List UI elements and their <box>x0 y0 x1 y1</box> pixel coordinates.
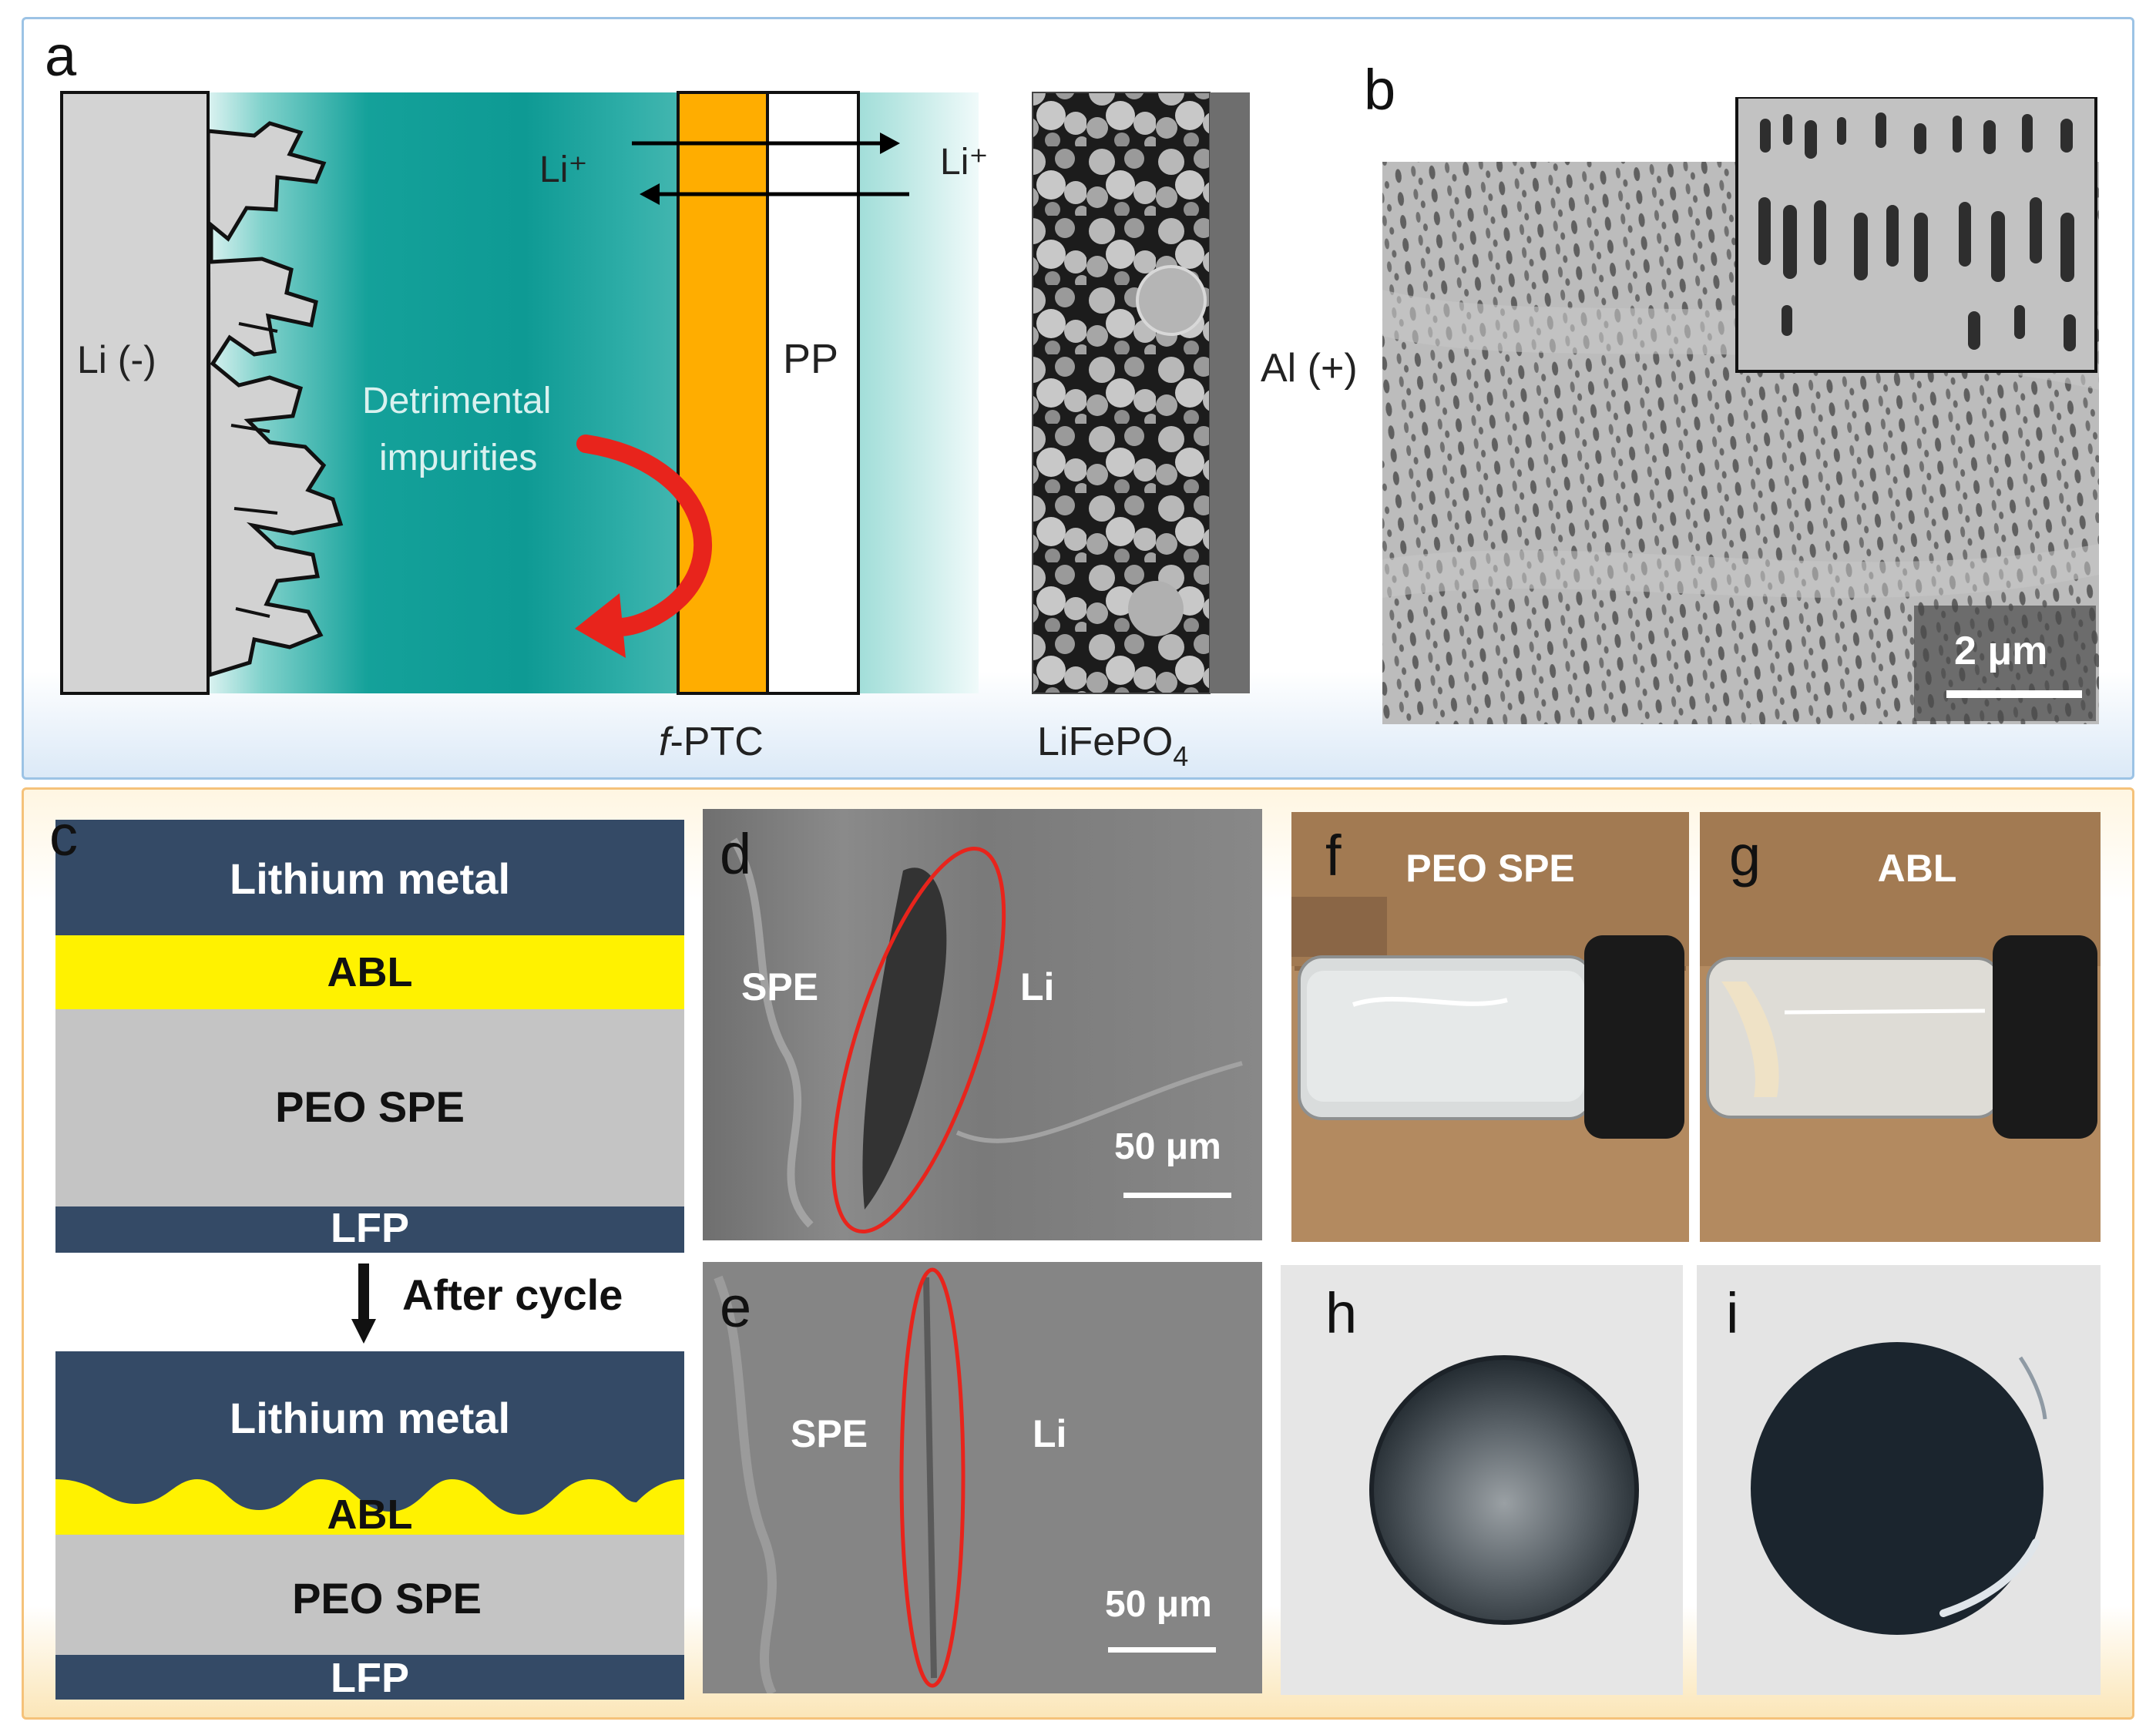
panel-letter-h: h <box>1325 1281 1358 1345</box>
electrolyte-disc-i <box>1751 1342 2043 1635</box>
abl-label-after: ABL <box>327 1492 413 1538</box>
impurities-label-line1: Detrimental <box>362 381 551 421</box>
pp-separator <box>766 91 860 695</box>
lifepo4-cathode <box>1032 92 1211 694</box>
panel-letter-d: d <box>720 822 752 886</box>
ptc-label: f-PTC <box>659 720 764 764</box>
impurities-label-line2: impurities <box>379 438 537 478</box>
electrolyte-disc-h <box>1369 1355 1639 1625</box>
abl-label-before: ABL <box>327 949 413 995</box>
panel-letter-g: g <box>1729 824 1761 888</box>
anode-label: Li (-) <box>77 338 156 381</box>
panel-letter-b: b <box>1364 58 1396 122</box>
vial-cap-f <box>1584 935 1684 1139</box>
vial-title-g: ABL <box>1878 847 1957 890</box>
vial-photo-f: PEO SPE <box>1291 812 1689 1242</box>
spe-label-d: SPE <box>741 965 818 1008</box>
panel-letter-a: a <box>45 24 77 88</box>
lithium-layer-before <box>55 820 684 935</box>
lfp-label-after: LFP <box>331 1655 409 1701</box>
scale-bar-e <box>1108 1647 1216 1653</box>
aluminum-collector <box>1210 92 1250 693</box>
li-label-e: Li <box>1033 1412 1066 1455</box>
vial-title-f: PEO SPE <box>1405 847 1575 890</box>
pp-label: PP <box>783 336 838 382</box>
disc-photo-h <box>1281 1265 1683 1695</box>
battery-schematic: Li (-) PP Li⁺ Li⁺ Detrimental impurities… <box>60 91 1250 772</box>
panel-letter-i: i <box>1726 1281 1739 1345</box>
scale-bar-label-d: 50 μm <box>1114 1126 1221 1167</box>
spe-label-before: PEO SPE <box>275 1082 465 1131</box>
lfp-label-before: LFP <box>331 1205 409 1251</box>
vial-photo-g: ABL <box>1700 812 2101 1242</box>
panel-letter-c: c <box>49 804 78 868</box>
scale-bar-b <box>1946 690 2082 698</box>
lithium-label-after: Lithium metal <box>230 1394 510 1442</box>
cathode-label: LiFePO4 <box>1037 720 1188 772</box>
layer-schematic-c: Lithium metal ABL PEO SPE LFP After cycl… <box>55 820 684 1701</box>
disc-photo-i <box>1697 1265 2101 1695</box>
spe-layer-after <box>55 1535 684 1655</box>
sem-image-d: SPE Li 50 μm <box>703 809 1262 1240</box>
scale-bar-label-b: 2 μm <box>1954 629 2047 673</box>
ion-label-left: Li⁺ <box>539 149 588 190</box>
lfp-layer-after <box>55 1655 684 1700</box>
lithium-dendrites <box>206 121 344 678</box>
spe-label-after: PEO SPE <box>292 1574 482 1623</box>
highlight-ellipse-d <box>831 846 1006 1234</box>
spe-layer-before <box>55 1009 684 1206</box>
delamination-gap-d <box>862 868 947 1210</box>
scale-bar-box-b <box>1914 606 2096 721</box>
scale-bar-d <box>1123 1193 1231 1198</box>
highlight-ellipse-e <box>899 1267 965 1688</box>
scale-bar-label-e: 50 μm <box>1105 1584 1212 1625</box>
li-label-d: Li <box>1020 965 1054 1008</box>
lfp-layer-before <box>55 1206 684 1253</box>
panel-letter-f: f <box>1325 824 1342 888</box>
inset-pores <box>1758 112 2076 351</box>
abl-layer-before <box>55 935 684 1009</box>
lithium-anode <box>60 91 210 695</box>
spe-label-e: SPE <box>791 1412 868 1455</box>
ion-label-right: Li⁺ <box>940 142 989 183</box>
collector-label: Al (+) <box>1261 346 1358 391</box>
impurity-arrow <box>576 435 713 637</box>
panel-letter-e: e <box>720 1275 752 1339</box>
ptc-layer <box>677 91 769 695</box>
transition-label: After cycle <box>402 1270 623 1319</box>
sem-image-b: 2 μm <box>1382 97 2099 724</box>
lithium-label-before: Lithium metal <box>230 854 510 903</box>
vial-cap-g <box>1993 935 2097 1139</box>
sem-image-e: SPE Li 50 μm <box>703 1262 1262 1693</box>
